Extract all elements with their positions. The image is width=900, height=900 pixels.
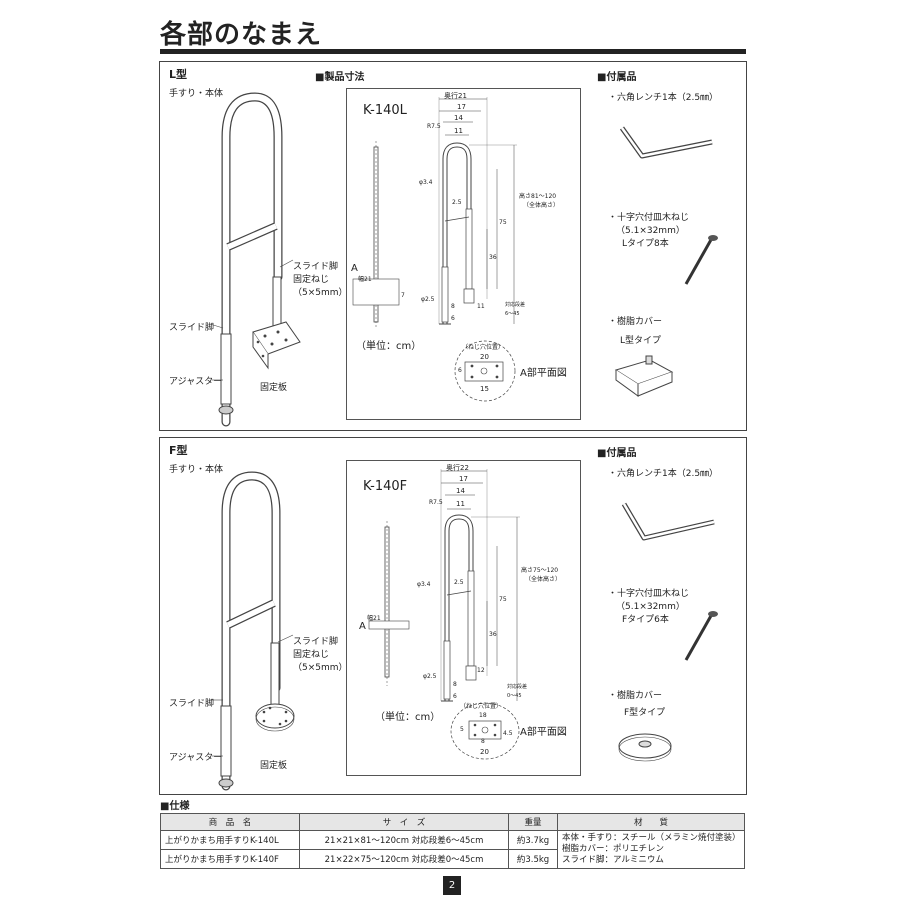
table-row: 上がりかまち用手すりK-140L 21×21×81～120cm 対応段差6～45… <box>160 830 745 869</box>
label-adjuster: アジャスター <box>169 377 223 387</box>
dimension-drawing-box: K-140F 奥行22 <box>346 460 581 776</box>
handrail-f-illustration <box>210 471 295 791</box>
page-number: 2 <box>443 876 461 895</box>
acc-header: ■付属品 <box>597 448 637 459</box>
label-slide-leg: スライド脚 <box>169 699 215 709</box>
resin-cover-f-icon <box>618 733 672 762</box>
label-slide-leg: スライド脚 <box>169 323 215 333</box>
acc-cover: ・樹脂カバー F型タイプ <box>608 691 666 718</box>
plan-label: A部平面図 <box>520 727 567 738</box>
resin-cover-l-icon <box>614 355 674 397</box>
label-adjuster: アジャスター <box>169 753 223 763</box>
acc-screw: ・十字穴付皿木ねじ （5.1×32mm） Fタイプ6本 <box>608 589 690 625</box>
label-handrail: 手すり・本体 <box>169 89 224 99</box>
dim-header: ■製品寸法 <box>315 72 365 83</box>
page-title: 各部のなまえ <box>160 20 323 50</box>
hex-wrench-icon <box>619 126 713 159</box>
dimension-drawing <box>368 469 520 760</box>
type-label: L型 <box>169 68 188 81</box>
acc-wrench: ・六角レンチ1本（2.5㎜） <box>608 93 719 103</box>
label-slide-screw: スライド脚 固定ねじ （5×5mm） <box>293 262 348 298</box>
panel-l-type: L型 手すり・本体 スライド脚 固定ねじ （5×5mm） スライド脚 アジャスタ… <box>159 61 747 431</box>
title-rule <box>160 49 746 54</box>
material-cell: 本体・手すり：スチール（メラミン焼付塗装） 樹脂カバー：ポリエチレン スライド脚… <box>557 830 745 869</box>
acc-header: ■付属品 <box>597 72 637 83</box>
spec-table: 商 品 名 サ イ ズ 重量 材 質 上がりかまち用手すりK-140L 21×2… <box>160 813 745 869</box>
label-slide-screw: スライド脚 固定ねじ （5×5mm） <box>293 637 348 673</box>
unit-label: （単位：cm） <box>356 341 422 352</box>
label-handrail: 手すり・本体 <box>169 465 224 475</box>
spec-header: ■仕様 <box>160 801 190 812</box>
acc-screw: ・十字穴付皿木ねじ （5.1×32mm） Lタイプ8本 <box>608 213 690 249</box>
handrail-l-illustration <box>209 92 301 427</box>
acc-cover: ・樹脂カバー L型タイプ <box>608 317 663 346</box>
acc-wrench: ・六角レンチ1本（2.5㎜） <box>608 469 719 479</box>
table-row: 上がりかまち用手すりK-140F 21×22×75～120cm 対応段差0～45… <box>160 849 745 869</box>
wood-screw-icon <box>684 235 718 285</box>
hex-wrench-icon <box>621 502 715 541</box>
col-header: 重量 <box>508 813 558 831</box>
dimension-drawing-box: K-140L <box>346 88 581 420</box>
unit-label: （単位：cm） <box>375 712 441 723</box>
label-plate: 固定板 <box>260 383 288 393</box>
col-header: サ イ ズ <box>299 813 509 831</box>
dimension-drawing <box>352 97 517 402</box>
label-plate: 固定板 <box>260 761 288 771</box>
col-header: 商 品 名 <box>160 813 300 831</box>
col-header: 材 質 <box>557 813 745 831</box>
plan-label: A部平面図 <box>520 368 567 379</box>
model-name: K-140L <box>363 103 407 118</box>
panel-f-type: F型 手すり・本体 スライド脚 固定ねじ （5×5mm） スライド脚 アジャスタ… <box>159 437 747 795</box>
type-label: F型 <box>169 444 188 457</box>
model-name: K-140F <box>363 479 408 494</box>
wood-screw-icon <box>684 611 718 661</box>
